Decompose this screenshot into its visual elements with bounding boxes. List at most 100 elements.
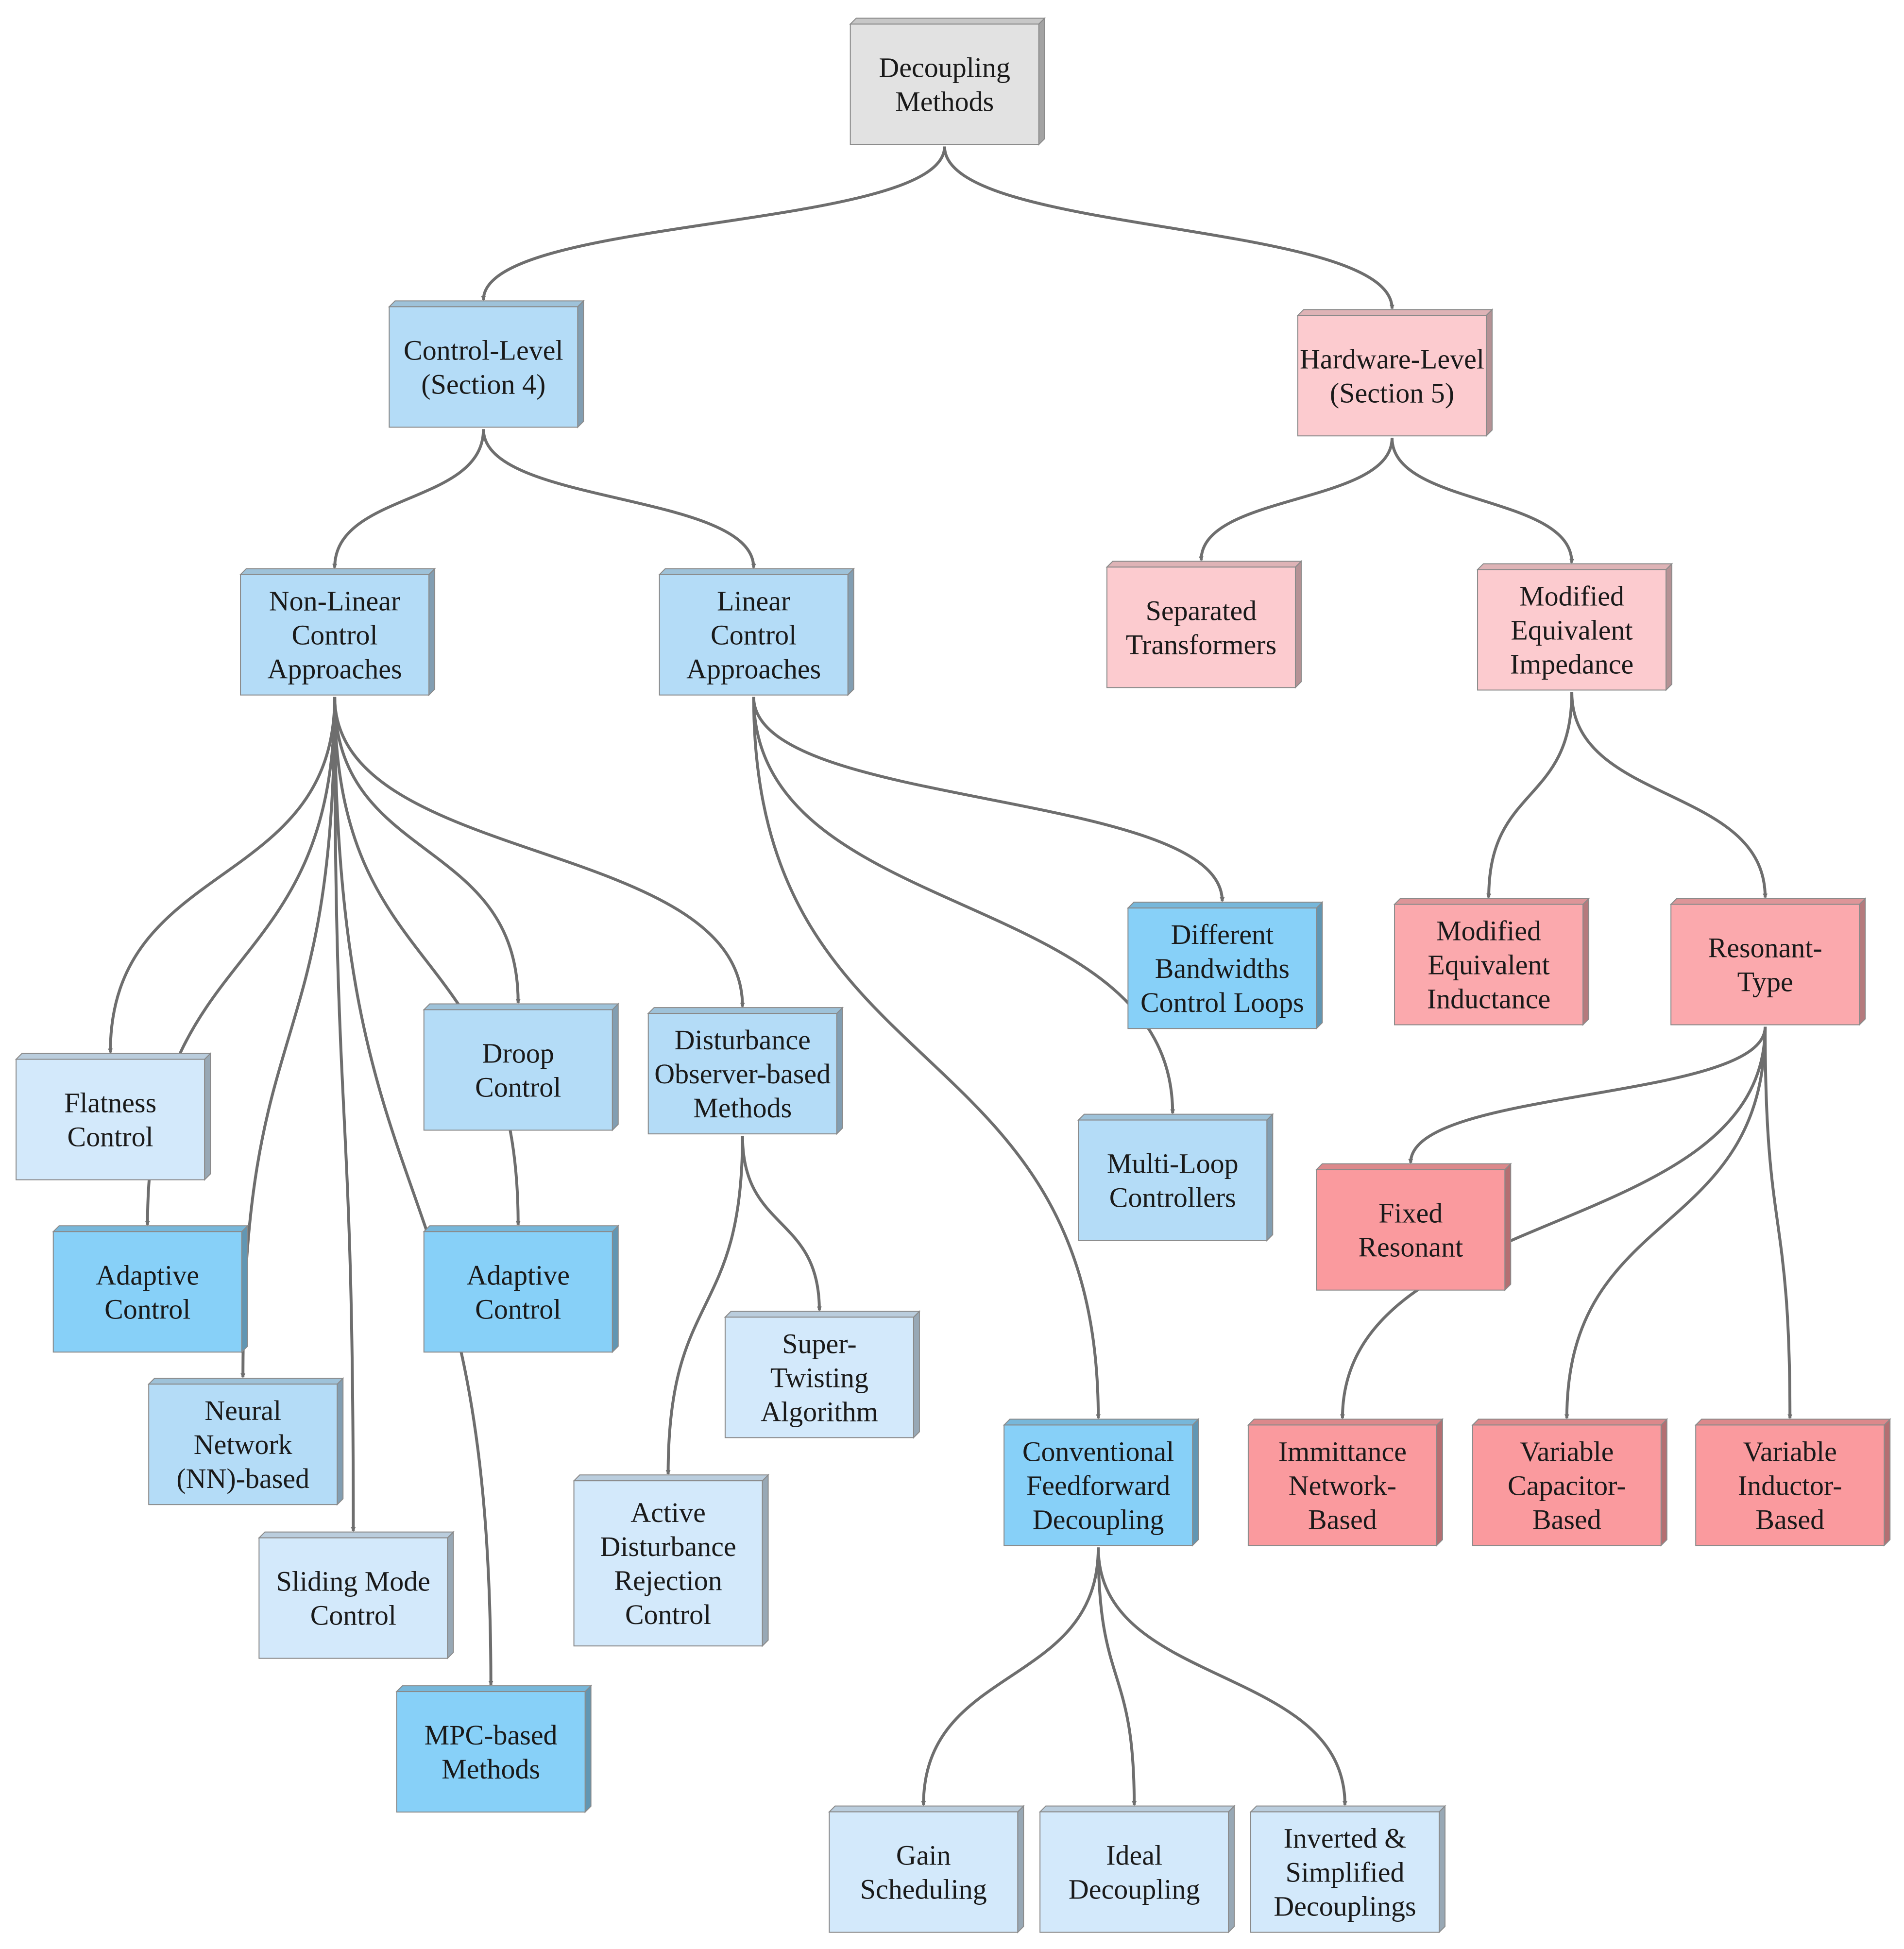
connector-cff-to-ideal [1097,1547,1137,1806]
connector-linear-to-dbw [752,697,1225,903]
connector-nonlinear-to-droop [333,697,521,1004]
node-box [16,1059,205,1180]
node-box [573,1480,763,1647]
node-label-line: Variable [1743,1436,1837,1467]
node-top-face [1249,1805,1446,1812]
node-label-line: Observer-based [654,1058,831,1090]
node-top-face [1694,1419,1891,1426]
node-label-line: Based [1308,1504,1377,1535]
node-box [1078,1119,1268,1241]
node-label-line: Capacitor- [1508,1470,1626,1501]
connector-hardware-to-separated [1198,438,1394,562]
node-side-face [577,300,584,428]
node-box [389,306,578,428]
connector-resonant-to-varind [1764,1026,1793,1419]
node-side-face [1859,897,1866,1026]
node-top-face [1038,1805,1236,1812]
node-label-line: Gain [896,1840,951,1871]
node-top-face [1247,1419,1444,1426]
node-label-line: Controllers [1109,1182,1236,1214]
node-label-line: MPC-based [425,1719,558,1751]
node-top-face [573,1474,769,1482]
node-label-line: Neural [204,1395,281,1426]
node-side-face [1017,1805,1024,1934]
node-box [1127,907,1317,1029]
node-box [659,574,849,696]
node-label-line: Scheduling [860,1874,987,1905]
node-label-line: Conventional [1022,1436,1174,1467]
node-top-face [828,1805,1025,1812]
node-side-face [1266,1113,1274,1242]
node-label-line: Algorithm [761,1396,878,1427]
node-side-face [337,1377,344,1506]
node-label-line: Disturbance [675,1024,811,1056]
connector-resonant-to-immittance [1340,1026,1767,1419]
node-label-line: Inductor- [1738,1470,1842,1501]
node-top-face [239,568,436,575]
connector-nonlinear-to-dob [333,697,745,1008]
node-side-face [447,1531,454,1660]
node-box [52,1231,242,1353]
connector-nonlinear-to-adaptive2 [333,697,521,1226]
node-top-face [15,1053,212,1060]
node-side-face [1439,1805,1446,1934]
node-side-face [1504,1163,1512,1292]
node-label-line: Fixed [1378,1197,1443,1229]
node-label-line: Impedance [1510,648,1633,680]
node-box [724,1316,914,1438]
node-top-face [1393,898,1590,905]
connector-linear-to-cff [752,697,1101,1419]
node-side-face [1436,1418,1443,1547]
node-top-face [147,1378,344,1385]
node-side-face [1582,897,1590,1026]
node-label-line: Based [1532,1504,1601,1535]
node-top-face [1126,902,1324,909]
node-label-line: Control [310,1600,396,1631]
node-label-line: (Section 4) [421,368,545,400]
node-label-line: Control [291,619,377,651]
node-box [240,574,430,696]
node-side-face [1660,1418,1667,1547]
node-label-line: Approaches [686,653,821,685]
connector-resonant-to-fixedres [1408,1026,1767,1164]
node-label-line: Decoupling [1069,1874,1200,1905]
node-label-line: Different [1171,919,1274,950]
connector-mei-to-resonant [1570,692,1768,899]
node-label-line: Non-Linear [269,585,401,617]
connector-nonlinear-to-nn [240,697,337,1379]
node-top-face [52,1225,249,1232]
connector-root-to-control [481,146,946,301]
node-label-line: Network [194,1429,292,1460]
node-top-face [724,1311,921,1318]
node-box [647,1013,837,1135]
node-box [396,1691,586,1813]
connector-control-to-nonlinear [332,429,485,569]
node-top-face [1669,898,1867,905]
node-label-line: Control [68,1121,153,1153]
node-box [1670,904,1860,1026]
node-label-line: Droop [482,1037,554,1069]
node-label-line: Methods [895,86,994,118]
node-box [1247,1424,1437,1546]
node-side-face [1666,563,1673,691]
node-label-line: Type [1737,966,1793,998]
node-label-line: (Section 5) [1330,377,1454,409]
node-label-line: Decouplings [1274,1891,1416,1922]
node-label-line: Modified [1436,915,1541,947]
connector-layer [108,146,1793,1806]
node-label-line: Resonant [1358,1231,1463,1263]
node-box [1316,1169,1506,1291]
node-label-line: Immittance [1278,1436,1407,1467]
node-side-face [1294,560,1302,689]
